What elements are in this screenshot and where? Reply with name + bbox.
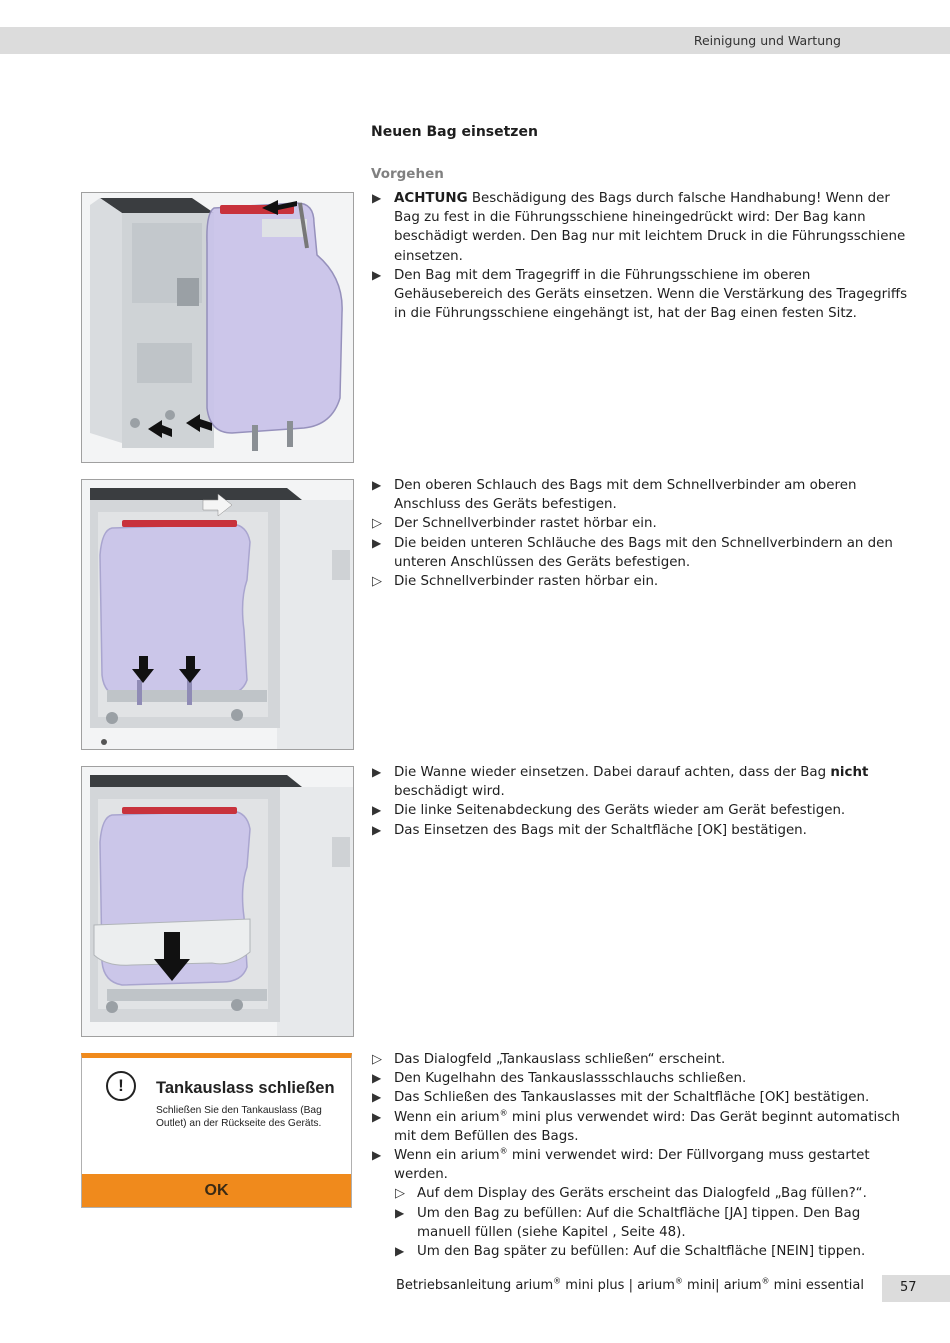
steps-insert-bag: ▶ ACHTUNG Beschädigung des Bags durch fa… <box>371 189 916 323</box>
list-item: ▶ Um den Bag später zu befüllen: Auf die … <box>394 1242 916 1261</box>
list-item: ▷ Auf dem Display des Geräts erscheint da… <box>394 1184 916 1203</box>
step-arrow-icon: ▶ <box>372 803 382 818</box>
arrow-down-icon <box>132 656 154 683</box>
steps-close-outlet: ▷ Das Dialogfeld „Tankauslass schließen“ … <box>371 1050 916 1261</box>
registered-mark: ® <box>499 1146 508 1156</box>
step-text: Wenn ein arium <box>394 1109 500 1125</box>
list-item: ▶ ACHTUNG Beschädigung des Bags durch fa… <box>371 189 916 266</box>
step-text: Die Wanne wieder einsetzen. Dabei darauf… <box>394 765 831 780</box>
step-arrow-icon: ▶ <box>372 765 382 779</box>
list-item: ▶ Den oberen Schlauch des Bags mit dem Sc… <box>371 476 916 514</box>
figure-insert-bag <box>81 192 354 463</box>
list-item: ▷ Das Dialogfeld „Tankauslass schließen“ … <box>371 1050 916 1069</box>
step-arrow-icon: ▶ <box>372 1109 382 1124</box>
step-arrow-icon: ▶ <box>372 1090 382 1105</box>
list-item: ▶ Um den Bag zu befüllen: Auf die Schaltf… <box>394 1204 916 1242</box>
step-text: beschädigt wird. <box>394 784 505 800</box>
arrow-right-icon <box>202 493 233 517</box>
arrow-left-icon <box>186 414 212 432</box>
page-number-box: 57 <box>882 1275 950 1302</box>
list-item: ▷ Der Schnellverbinder rastet hörbar ein. <box>371 514 916 533</box>
registered-mark: ® <box>674 1276 683 1286</box>
step-text: Das Einsetzen des Bags mit der Schaltflä… <box>394 822 807 838</box>
page-number: 57 <box>900 1280 917 1295</box>
list-item: ▷ Die Schnellverbinder rasten hörbar ein. <box>371 572 916 591</box>
warning-label: ACHTUNG <box>394 191 468 206</box>
step-text: Um den Bag zu befüllen: Auf die Schaltfl… <box>417 1205 861 1240</box>
step-text: Um den Bag später zu befüllen: Auf die S… <box>417 1244 866 1260</box>
list-item: ▶ Den Bag mit dem Tragegriff in die Führ… <box>371 266 916 324</box>
footer-doc-title: Betriebsanleitung arium® mini plus | ari… <box>395 1276 864 1293</box>
result-arrow-icon: ▷ <box>372 574 382 590</box>
section-title: Reinigung und Wartung <box>693 33 841 48</box>
step-arrow-icon: ▶ <box>395 1205 405 1220</box>
step-arrow-icon: ▶ <box>372 267 382 282</box>
step-text: Wenn ein arium <box>394 1148 500 1164</box>
arrow-left-icon <box>262 200 297 215</box>
step-arrow-icon: ▶ <box>372 822 382 837</box>
device-illustration <box>82 480 353 749</box>
list-item: ▶ Den Kugelhahn des Tankauslassschlauchs … <box>371 1069 916 1088</box>
step-text: Das Schließen des Tankauslasses mit der … <box>394 1090 870 1106</box>
step-text: Die linke Seitenabdeckung des Geräts wie… <box>394 803 846 819</box>
step-text: Den Kugelhahn des Tankauslassschlauchs s… <box>394 1071 747 1087</box>
step-arrow-icon: ▶ <box>395 1244 405 1259</box>
arrow-down-icon <box>154 932 190 981</box>
registered-mark: ® <box>761 1276 770 1286</box>
list-item: ▶ Wenn ein arium® mini plus verwendet wir… <box>371 1108 916 1146</box>
tank-outlet-dialog: ! Tankauslass schließen Schließen Sie de… <box>81 1053 352 1208</box>
step-text: Das Dialogfeld „Tankauslass schließen“ e… <box>394 1052 726 1067</box>
figure-reinsert-tray <box>81 766 354 1037</box>
dialog-title: Tankauslass schließen <box>156 1079 335 1097</box>
step-arrow-icon: ▶ <box>372 535 382 550</box>
arrow-down-icon <box>179 656 201 683</box>
warning-icon: ! <box>106 1071 136 1101</box>
step-text: mini plus verwendet wird: Das Gerät begi… <box>394 1109 901 1144</box>
steps-connect-hoses: ▶ Den oberen Schlauch des Bags mit dem Sc… <box>371 476 916 591</box>
list-item: ▶ Das Schließen des Tankauslasses mit der… <box>371 1088 916 1107</box>
step-text: Auf dem Display des Geräts erscheint das… <box>417 1186 867 1202</box>
registered-mark: ® <box>553 1276 562 1286</box>
step-text: mini verwendet wird: Der Füllvorgang mus… <box>394 1148 870 1183</box>
page-heading: Neuen Bag einsetzen <box>371 124 538 140</box>
list-item: ▶ Die Wanne wieder einsetzen. Dabei darau… <box>371 763 916 801</box>
list-item: ▶ Die beiden unteren Schläuche des Bags m… <box>371 534 916 572</box>
steps-reinsert-tray: ▶ Die Wanne wieder einsetzen. Dabei darau… <box>371 763 916 840</box>
result-arrow-icon: ▷ <box>372 516 382 532</box>
emphasis: nicht <box>830 765 869 780</box>
step-text: Der Schnellverbinder rastet hörbar ein. <box>394 516 657 532</box>
list-item: ▶ Das Einsetzen des Bags mit der Schaltfl… <box>371 821 916 840</box>
dialog-message: Schließen Sie den Tankauslass (Bag Outle… <box>156 1105 322 1129</box>
step-arrow-icon: ▶ <box>372 478 382 492</box>
figure-connect-hoses <box>81 479 354 750</box>
step-text: Den oberen Schlauch des Bags mit dem Sch… <box>394 478 857 513</box>
list-item: ▶ Die linke Seitenabdeckung des Geräts wi… <box>371 801 916 820</box>
arrow-left-icon <box>148 420 172 438</box>
step-arrow-icon: ▶ <box>372 1148 382 1163</box>
device-illustration <box>82 767 353 1036</box>
registered-mark: ® <box>499 1108 508 1118</box>
ok-button[interactable]: OK <box>82 1174 351 1207</box>
step-arrow-icon: ▶ <box>372 1071 382 1086</box>
step-text: Die Schnellverbinder rasten hörbar ein. <box>394 574 659 590</box>
step-text: Den Bag mit dem Tragegriff in die Führun… <box>394 267 908 322</box>
result-arrow-icon: ▷ <box>372 1052 382 1067</box>
step-text: Beschädigung des Bags durch falsche Hand… <box>394 191 906 264</box>
running-header: Reinigung und Wartung <box>0 27 950 54</box>
step-arrow-icon: ▶ <box>372 191 382 205</box>
step-text: Die beiden unteren Schläuche des Bags mi… <box>394 535 893 570</box>
procedure-heading: Vorgehen <box>371 166 444 182</box>
list-item: ▶ Wenn ein arium® mini verwendet wird: De… <box>371 1146 916 1184</box>
result-arrow-icon: ▷ <box>395 1186 405 1202</box>
device-illustration <box>82 193 353 462</box>
